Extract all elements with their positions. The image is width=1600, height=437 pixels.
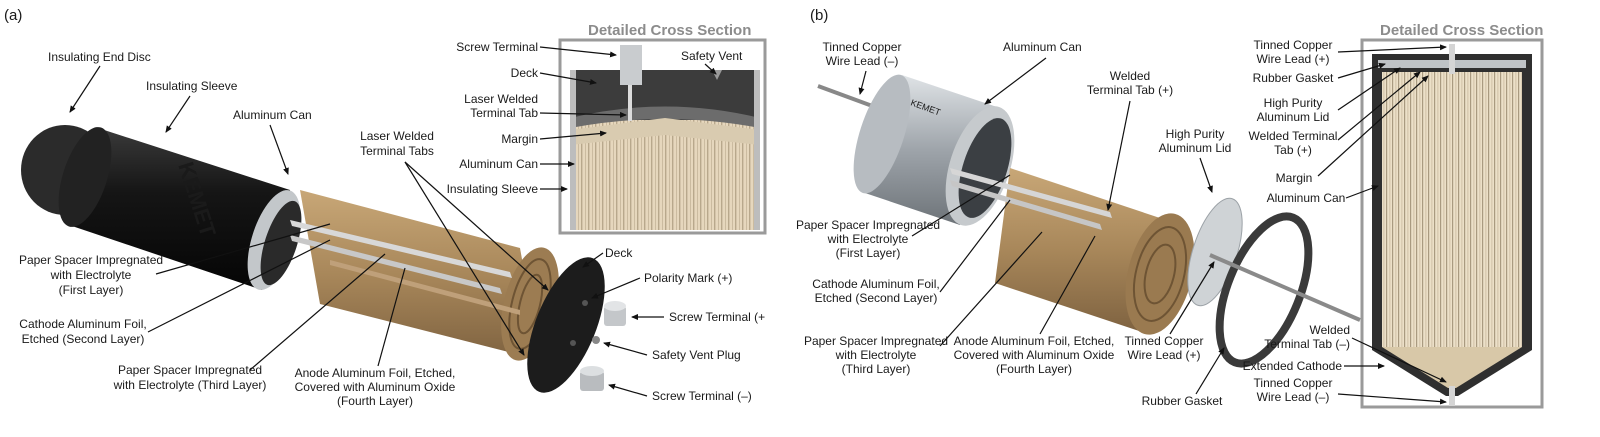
label-paper-spacer-third-b-3: (Third Layer) — [842, 362, 911, 376]
label-paper-spacer-third-a-2: with Electrolyte (Third Layer) — [113, 378, 267, 392]
screw-terminal-plus-part — [604, 301, 626, 326]
label-anode-foil-b-2: Covered with Aluminum Oxide — [954, 348, 1115, 362]
label-cs-tinned-minus-2: Wire Lead (–) — [1257, 390, 1330, 404]
label-cs-welded-tab-plus-1: Welded Terminal — [1249, 129, 1338, 143]
rubber-gasket-part — [1215, 212, 1313, 368]
label-cs-screw-terminal: Screw Terminal — [456, 40, 538, 54]
label-safety-vent-plug: Safety Vent Plug — [652, 348, 741, 362]
screw-terminal-minus-part — [580, 366, 604, 391]
label-cathode-foil-a-2: Etched (Second Layer) — [22, 332, 145, 346]
label-cs-welded-tab-minus-2: Terminal Tab (–) — [1264, 337, 1350, 351]
label-deck-a: Deck — [605, 246, 633, 260]
label-cs-extended-cathode: Extended Cathode — [1243, 359, 1343, 373]
label-anode-foil-b-3: (Fourth Layer) — [996, 362, 1072, 376]
cross-section-title-b: Detailed Cross Section — [1380, 22, 1543, 39]
paper-roll-b — [950, 168, 1195, 335]
label-cathode-foil-a-1: Cathode Aluminum Foil, — [19, 317, 146, 331]
paper-roll-a — [290, 190, 559, 361]
label-cathode-foil-b-1: Cathode Aluminum Foil, — [812, 277, 939, 291]
label-cs-laser-welded-2: Terminal Tab — [470, 106, 538, 120]
label-cs-tinned-plus-1: Tinned Copper — [1254, 38, 1333, 52]
label-aluminum-can-b: Aluminum Can — [1003, 40, 1082, 54]
label-cs-aluminum-can-b: Aluminum Can — [1267, 191, 1346, 205]
label-cs-deck: Deck — [511, 66, 539, 80]
label-tinned-lead-minus-b-2: Wire Lead (–) — [826, 54, 899, 68]
label-tinned-lead-plus-b-2: Wire Lead (+) — [1127, 348, 1200, 362]
label-cs-aluminum-can: Aluminum Can — [459, 157, 538, 171]
label-cs-welded-tab-minus-1: Welded — [1310, 323, 1350, 337]
panel-label-a: (a) — [4, 7, 22, 24]
wire-lead-plus-part — [1209, 253, 1361, 322]
label-anode-foil-a-2: Covered with Aluminum Oxide — [295, 380, 456, 394]
label-laser-welded-tabs-1: Laser Welded — [360, 129, 434, 143]
label-cathode-foil-b-2: Etched (Second Layer) — [815, 291, 938, 305]
label-screw-terminal-minus: Screw Terminal (–) — [652, 389, 752, 403]
label-welded-tab-plus-b-1: Welded — [1110, 69, 1150, 83]
label-paper-spacer-first-b-1: Paper Spacer Impregnated — [796, 218, 940, 232]
label-welded-tab-plus-b-2: Terminal Tab (+) — [1087, 83, 1173, 97]
label-paper-spacer-first-b-2: with Electrolyte — [827, 232, 909, 246]
label-paper-spacer-third-a-1: Paper Spacer Impregnated — [118, 363, 262, 377]
label-paper-spacer-first-b-3: (First Layer) — [836, 246, 901, 260]
cross-section-art-a — [570, 45, 760, 230]
deck-disc — [527, 257, 605, 393]
label-high-purity-lid-b-1: High Purity — [1166, 127, 1225, 141]
insulating-sleeve: KEMET — [58, 127, 290, 290]
label-insulating-end-disc: Insulating End Disc — [48, 50, 151, 64]
label-polarity-mark: Polarity Mark (+) — [644, 271, 732, 285]
label-paper-spacer-third-b-2: with Electrolyte — [835, 348, 917, 362]
label-cs-tinned-minus-1: Tinned Copper — [1254, 376, 1333, 390]
label-cs-laser-welded-1: Laser Welded — [464, 92, 538, 106]
label-paper-spacer-third-b-1: Paper Spacer Impregnated — [804, 334, 948, 348]
label-cs-tinned-plus-2: Wire Lead (+) — [1256, 52, 1329, 66]
label-paper-spacer-first-a-2: with Electrolyte — [50, 268, 132, 282]
label-laser-welded-tabs-2: Terminal Tabs — [360, 144, 434, 158]
label-screw-terminal-plus: Screw Terminal (+ — [669, 310, 765, 324]
label-cs-high-purity-2: Aluminum Lid — [1257, 110, 1330, 124]
label-cs-safety-vent: Safety Vent — [681, 49, 743, 63]
cross-section-title-a: Detailed Cross Section — [588, 22, 751, 39]
label-anode-foil-a-3: (Fourth Layer) — [337, 394, 413, 408]
label-anode-foil-a-1: Anode Aluminum Foil, Etched, — [295, 366, 456, 380]
label-anode-foil-b-1: Anode Aluminum Foil, Etched, — [954, 334, 1115, 348]
label-paper-spacer-first-a-3: (First Layer) — [59, 283, 124, 297]
label-aluminum-can-a: Aluminum Can — [233, 108, 312, 122]
label-high-purity-lid-b-2: Aluminum Lid — [1159, 141, 1232, 155]
label-cs-high-purity-1: High Purity — [1264, 96, 1323, 110]
label-insulating-sleeve: Insulating Sleeve — [146, 79, 238, 93]
label-cs-rubber-gasket: Rubber Gasket — [1253, 71, 1334, 85]
label-tinned-lead-minus-b-1: Tinned Copper — [823, 40, 902, 54]
cross-section-art-b — [1372, 44, 1532, 406]
label-rubber-gasket-b: Rubber Gasket — [1142, 394, 1223, 408]
label-cs-margin: Margin — [501, 132, 538, 146]
label-cs-welded-tab-plus-2: Tab (+) — [1274, 143, 1312, 157]
label-cs-insulating-sleeve: Insulating Sleeve — [447, 182, 539, 196]
label-tinned-lead-plus-b-1: Tinned Copper — [1125, 334, 1204, 348]
label-cs-margin-b: Margin — [1276, 171, 1313, 185]
panel-label-b: (b) — [810, 7, 828, 24]
label-paper-spacer-first-a-1: Paper Spacer Impregnated — [19, 253, 163, 267]
safety-vent-plug-part — [592, 336, 600, 344]
